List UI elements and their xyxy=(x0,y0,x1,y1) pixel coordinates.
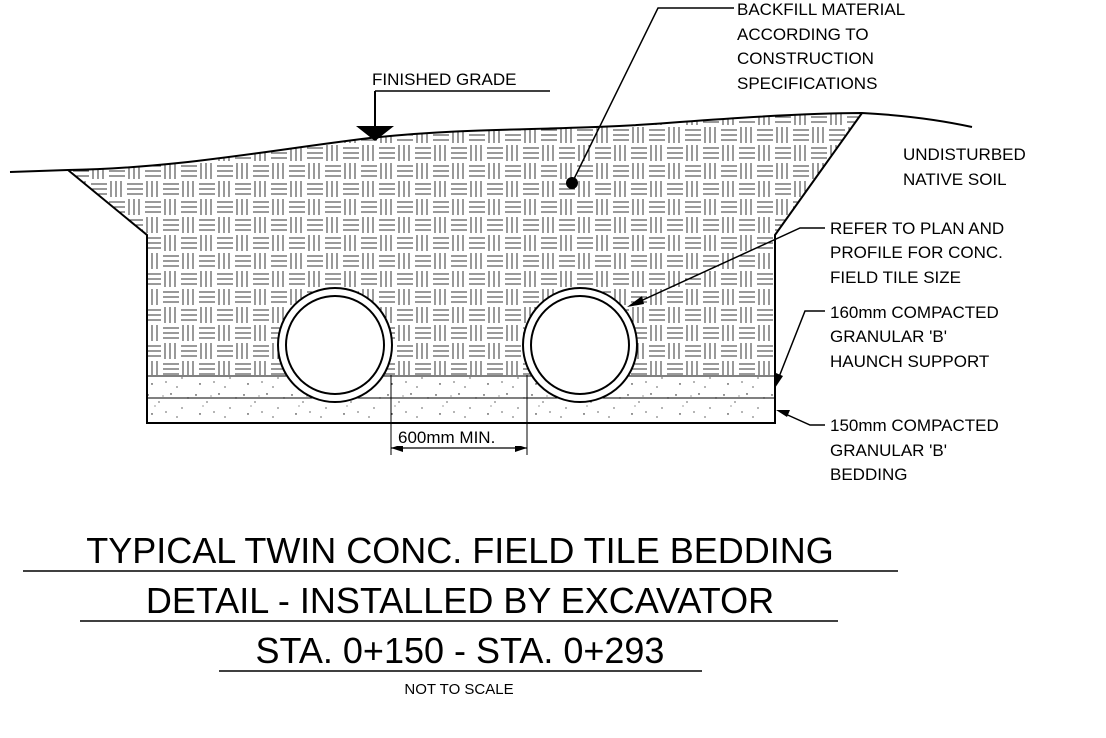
backfill-label-3: CONSTRUCTION xyxy=(737,49,874,68)
bedding-leader xyxy=(780,411,825,426)
plan-profile-label-1: REFER TO PLAN AND xyxy=(830,219,1004,238)
haunch-label-1: 160mm COMPACTED xyxy=(830,303,999,322)
backfill-leader xyxy=(571,7,734,184)
finished-grade-label: FINISHED GRADE xyxy=(372,70,517,89)
haunch-label-2: GRANULAR 'B' xyxy=(830,327,947,346)
plan-profile-leader xyxy=(633,227,825,305)
finished-grade-marker xyxy=(356,90,550,141)
spacing-label: 600mm MIN. xyxy=(398,428,495,447)
trench-outline xyxy=(67,112,863,424)
right-pipe xyxy=(522,287,638,403)
haunch-arrowhead xyxy=(775,373,783,388)
haunch-leader xyxy=(776,310,825,383)
backfill-label-4: SPECIFICATIONS xyxy=(737,74,877,93)
bedding-label-2: GRANULAR 'B' xyxy=(830,441,947,460)
plan-profile-arrowhead xyxy=(627,296,644,307)
scale-note: NOT TO SCALE xyxy=(404,681,513,698)
title-line-1: TYPICAL TWIN CONC. FIELD TILE BEDDING xyxy=(86,530,833,571)
haunch-label-3: HAUNCH SUPPORT xyxy=(830,352,989,371)
title-line-2: DETAIL - INSTALLED BY EXCAVATOR xyxy=(146,580,774,621)
title-line-3: STA. 0+150 - STA. 0+293 xyxy=(256,630,665,671)
finished-grade-line xyxy=(9,111,973,173)
left-pipe xyxy=(277,287,393,403)
bedding-label-1: 150mm COMPACTED xyxy=(830,416,999,435)
plan-profile-label-3: FIELD TILE SIZE xyxy=(830,268,961,287)
bedding-arrowhead xyxy=(776,410,790,417)
bedding-label-3: BEDDING xyxy=(830,465,907,484)
backfill-label-2: ACCORDING TO xyxy=(737,25,869,44)
backfill-zone xyxy=(68,113,862,380)
plan-profile-label-2: PROFILE FOR CONC. xyxy=(830,243,1003,262)
native-soil-label-2: NATIVE SOIL xyxy=(903,170,1007,189)
native-soil-label-1: UNDISTURBED xyxy=(903,145,1026,164)
backfill-label-1: BACKFILL MATERIAL xyxy=(737,0,905,19)
granular-dots xyxy=(145,375,780,423)
spacing-label-bg xyxy=(395,428,523,446)
backfill-dot xyxy=(566,177,578,189)
